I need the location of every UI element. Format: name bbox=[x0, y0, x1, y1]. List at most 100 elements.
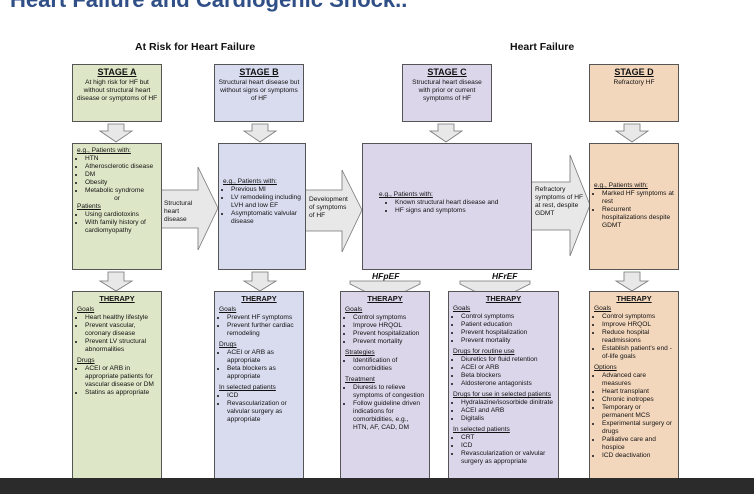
stage-a-name: STAGE A bbox=[97, 67, 137, 77]
therapy-c-ref-goals: Control symptoms Patient education Preve… bbox=[453, 313, 554, 345]
list-item: Hydralazine/isosorbide dinitrate bbox=[461, 399, 554, 407]
list-item: Identification of comorbidities bbox=[353, 357, 425, 373]
list-item: LV remodeling including LVH and low EF bbox=[231, 194, 301, 210]
stage-c-box: STAGE C Structural heart disease with pr… bbox=[402, 64, 492, 122]
list-item: DM bbox=[85, 171, 157, 179]
therapy-a-goals: Heart healthy lifestyle Prevent vascular… bbox=[77, 314, 157, 354]
list-item: Patient education bbox=[461, 321, 554, 329]
stage-b-box: STAGE B Structural heart disease but wit… bbox=[214, 64, 304, 122]
list-item: Beta blockers bbox=[461, 372, 554, 380]
list-item: Improve HRQOL bbox=[602, 321, 674, 329]
therapy-d-options: Advanced care measures Heart transplant … bbox=[594, 372, 674, 460]
list-item: Revascularization or valvular surgery as… bbox=[461, 450, 554, 466]
therapy-c-ref-goals-label: Goals bbox=[453, 305, 471, 312]
list-item: HTN bbox=[85, 155, 157, 163]
therapy-a-title: THERAPY bbox=[99, 294, 135, 303]
therapy-d-goals-label: Goals bbox=[594, 305, 612, 312]
patients-c-eg: e.g., Patients with: bbox=[379, 191, 433, 198]
list-item: Diuretics for fluid retention bbox=[461, 356, 554, 364]
arrow-therapy-b bbox=[242, 271, 278, 292]
list-item: Asymptomatic valvular disease bbox=[231, 210, 301, 226]
list-item: ACEI or ARB as appropriate bbox=[227, 349, 299, 365]
therapy-c-ref-selected-drugs-label: Drugs for use in selected patients bbox=[453, 391, 551, 398]
patients-a-list: HTN Atherosclerotic disease DM Obesity M… bbox=[77, 155, 157, 195]
patients-d-eg: e.g., Patients with: bbox=[594, 182, 648, 189]
list-item: Control symptoms bbox=[602, 313, 674, 321]
list-item: Advanced care measures bbox=[602, 372, 674, 388]
patients-a-list2: Using cardiotoxins With family history o… bbox=[77, 211, 157, 235]
therapy-c-pef-goals: Control symptoms Improve HRQOL Prevent h… bbox=[345, 314, 425, 346]
list-item: Improve HRQOL bbox=[353, 322, 425, 330]
header-at-risk: At Risk for Heart Failure bbox=[135, 41, 256, 53]
list-item: Chronic inotropes bbox=[602, 396, 674, 404]
list-item: Prevent mortality bbox=[461, 337, 554, 345]
arrow-cd bbox=[530, 154, 591, 257]
therapy-b-box: THERAPY Goals Prevent HF symptoms Preven… bbox=[214, 291, 304, 479]
patients-c-list: Known structural heart disease and HF si… bbox=[379, 199, 523, 215]
list-item: Reduce hospital readmissions bbox=[602, 329, 674, 345]
arrow-down-a bbox=[98, 123, 134, 143]
list-item: Experimental surgery or drugs bbox=[602, 420, 674, 436]
stage-d-name: STAGE D bbox=[614, 67, 654, 77]
list-item: Prevent mortality bbox=[353, 338, 425, 346]
slide-title: Heart Failure and Cardiogenic Shock.. bbox=[10, 0, 407, 13]
list-item: Prevent HF symptoms bbox=[227, 314, 299, 322]
patients-c-box: e.g., Patients with: Known structural he… bbox=[362, 143, 532, 270]
list-item: Temporary or permanent MCS bbox=[602, 404, 674, 420]
list-item: ICD bbox=[461, 442, 554, 450]
list-item: Atherosclerotic disease bbox=[85, 163, 157, 171]
therapy-c-ref-selected-label: In selected patients bbox=[453, 426, 510, 433]
therapy-c-pef-treatment-label: Treatment bbox=[345, 376, 375, 383]
connector-ab-text: Structural heart disease bbox=[164, 200, 193, 223]
therapy-c-ref-routine-label: Drugs for routine use bbox=[453, 348, 515, 355]
list-item: Beta blockers as appropriate bbox=[227, 365, 299, 381]
patients-b-list: Previous MI LV remodeling including LVH … bbox=[223, 186, 301, 226]
list-item: Heart transplant bbox=[602, 388, 674, 396]
list-item: Prevent hospitalization bbox=[461, 329, 554, 337]
list-item: Digitalis bbox=[461, 415, 554, 423]
therapy-c-ref-selected: CRT ICD Revascularization or valvular su… bbox=[453, 434, 554, 466]
list-item: ACEI and ARB bbox=[461, 407, 554, 415]
therapy-c-pef-box: THERAPY Goals Control symptoms Improve H… bbox=[340, 291, 430, 479]
list-item: Metabolic syndrome bbox=[85, 187, 157, 195]
list-item: Known structural heart disease and bbox=[395, 199, 523, 207]
therapy-c-pef-strategies-label: Strategies bbox=[345, 349, 375, 356]
therapy-d-options-label: Options bbox=[594, 364, 617, 371]
list-item: HF signs and symptoms bbox=[395, 207, 523, 215]
list-item: Control symptoms bbox=[353, 314, 425, 322]
list-item: Statins as appropriate bbox=[85, 389, 157, 397]
hfpef-label: HFpEF bbox=[372, 271, 400, 281]
list-item: Aldosterone antagonists bbox=[461, 380, 554, 388]
patients-d-box: e.g., Patients with: Marked HF symptoms … bbox=[589, 143, 679, 270]
therapy-c-ref-title: THERAPY bbox=[485, 294, 522, 303]
list-item: Recurrent hospitalizations despite GDMT bbox=[602, 206, 674, 230]
arrow-down-d bbox=[614, 123, 650, 143]
stage-d-desc: Refractory HF bbox=[613, 79, 655, 86]
arrow-bc bbox=[304, 169, 363, 253]
list-item: Marked HF symptoms at rest bbox=[602, 190, 674, 206]
stage-d-box: STAGE D Refractory HF bbox=[589, 64, 679, 122]
list-item: Heart healthy lifestyle bbox=[85, 314, 157, 322]
therapy-b-title: THERAPY bbox=[241, 294, 277, 303]
list-item: Prevent hospitalization bbox=[353, 330, 425, 338]
list-item: Prevent further cardiac remodeling bbox=[227, 322, 299, 338]
therapy-d-box: THERAPY Goals Control symptoms Improve H… bbox=[589, 291, 679, 479]
or-label: or bbox=[114, 195, 120, 202]
list-item: Obesity bbox=[85, 179, 157, 187]
therapy-b-drugs: ACEI or ARB as appropriate Beta blockers… bbox=[219, 349, 299, 381]
arrow-therapy-d bbox=[614, 271, 650, 292]
therapy-c-ref-selected-drugs: Hydralazine/isosorbide dinitrate ACEI an… bbox=[453, 399, 554, 423]
list-item: Control symptoms bbox=[461, 313, 554, 321]
bottom-bar bbox=[0, 478, 754, 494]
therapy-b-selected: ICD Revascularization or valvular surger… bbox=[219, 392, 299, 424]
therapy-a-box: THERAPY Goals Heart healthy lifestyle Pr… bbox=[72, 291, 162, 479]
therapy-c-pef-goals-label: Goals bbox=[345, 306, 363, 313]
arrow-ab bbox=[160, 166, 219, 251]
list-item: Diuresis to relieve symptoms of congesti… bbox=[353, 384, 425, 400]
list-item: Previous MI bbox=[231, 186, 301, 194]
list-item: Follow guideline driven indications for … bbox=[353, 400, 425, 432]
arrow-down-c bbox=[428, 123, 464, 143]
therapy-a-drugs: ACEI or ARB in appropriate patients for … bbox=[77, 365, 157, 397]
stage-b-desc: Structural heart disease but without sig… bbox=[218, 79, 300, 102]
